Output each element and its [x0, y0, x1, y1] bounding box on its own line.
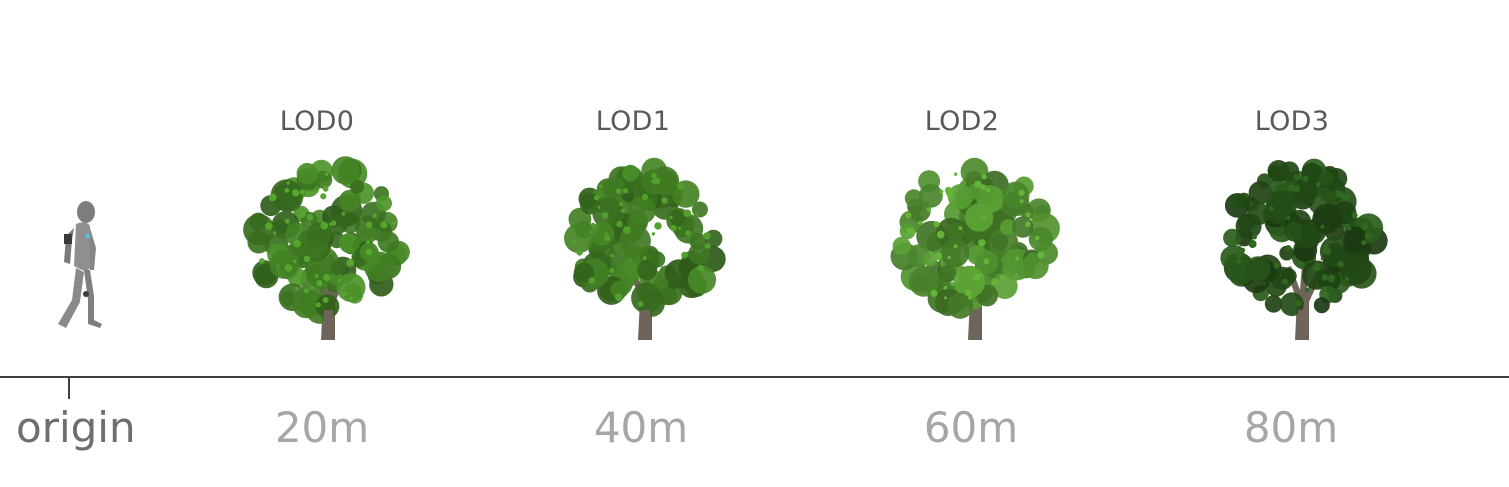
origin-tick	[68, 377, 70, 399]
lod-label: LOD2	[924, 106, 1000, 137]
distance-label: 60m	[923, 403, 1019, 452]
distance-axis	[0, 376, 1509, 378]
lod-label: LOD0	[279, 106, 355, 137]
lod-label: LOD3	[1254, 106, 1330, 137]
origin-label: origin	[16, 403, 136, 452]
lod-label: LOD1	[595, 106, 671, 137]
distance-label: 40m	[593, 403, 689, 452]
distance-label: 80m	[1243, 403, 1339, 452]
tree-lod3-icon	[1220, 158, 1388, 340]
human-figure-icon	[58, 201, 102, 328]
distance-label: 20m	[274, 403, 370, 452]
tree-lod0-icon	[243, 156, 410, 340]
tree-lod2-icon	[890, 157, 1060, 340]
tree-lod1-icon	[564, 157, 726, 340]
